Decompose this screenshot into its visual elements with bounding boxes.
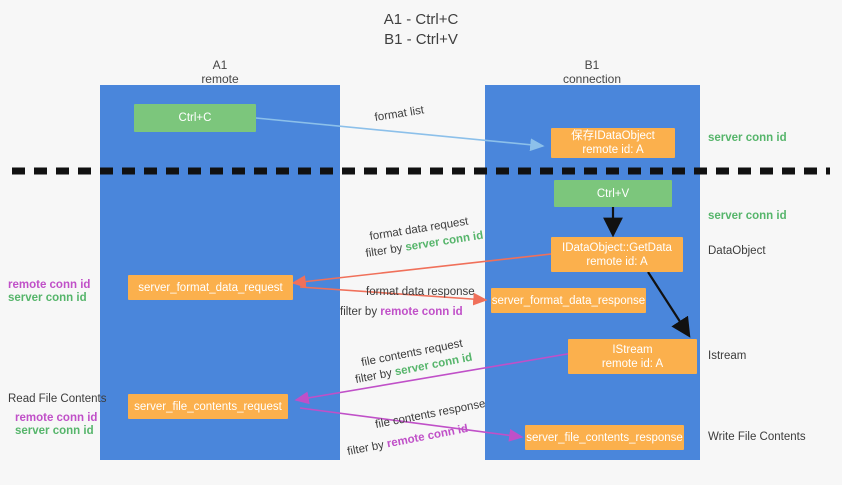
arrow-format-data-response: [299, 286, 488, 306]
label-remote-conn-id-1: remote conn id: [8, 279, 91, 291]
box-idataobject-getdata[interactable]: IDataObject::GetData remote id: A: [551, 237, 683, 272]
lane-header-a1-sub: remote: [201, 72, 239, 86]
lane-header-b1-sub: connection: [562, 72, 622, 86]
box-save-dataobject-sub: remote id: A: [582, 144, 644, 156]
label-server-conn-id-2: server conn id: [15, 425, 94, 437]
label-read-file-contents: Read File Contents: [8, 393, 107, 405]
label-server-conn-id-1: server conn id: [8, 292, 87, 304]
label-server-conn-id-mid: server conn id: [708, 210, 787, 222]
label-write-file-contents: Write File Contents: [708, 431, 806, 443]
box-server-format-data-request-label: server_format_data_request: [138, 281, 283, 294]
arrow-getdata-to-istream: [647, 271, 691, 338]
box-server-file-contents-request[interactable]: server_file_contents_request: [128, 394, 288, 419]
box-ctrl-c[interactable]: Ctrl+C: [134, 104, 256, 132]
label-remote-conn-id-2: remote conn id: [15, 412, 98, 424]
arrow-file-contents-response: [299, 407, 524, 442]
box-server-file-contents-response-label: server_file_contents_response: [526, 431, 683, 444]
label-format-data-response-filter-prefix: filter by: [340, 306, 381, 318]
lane-header-b1: B1 connection: [512, 58, 672, 86]
box-ctrl-v[interactable]: Ctrl+V: [554, 180, 672, 207]
box-ctrl-v-label: Ctrl+V: [596, 187, 630, 200]
label-server-conn-id-top: server conn id: [708, 132, 787, 144]
title-line-1: A1 - Ctrl+C: [383, 11, 459, 28]
box-idataobject-getdata-label: IDataObject::GetData: [562, 241, 672, 254]
box-idataobject-getdata-sub: remote id: A: [586, 255, 648, 268]
lane-header-b1-name: B1: [584, 58, 600, 72]
arrow-file-contents-request: [294, 352, 574, 405]
title-line-2: B1 - Ctrl+V: [384, 31, 458, 48]
label-format-data-response: format data response: [366, 286, 475, 298]
box-istream-label: IStream: [612, 343, 653, 356]
box-istream-sub: remote id: A: [601, 357, 664, 370]
lane-header-a1: A1 remote: [140, 58, 300, 86]
label-dataobject: DataObject: [708, 245, 766, 257]
box-save-dataobject[interactable]: 保存IDataObject remote id: A: [551, 128, 675, 158]
box-save-dataobject-label: 保存IDataObject: [571, 130, 655, 142]
label-format-data-response-filter: filter by remote conn id: [340, 305, 463, 320]
lane-header-a1-name: A1: [212, 58, 228, 72]
box-ctrl-c-label: Ctrl+C: [178, 112, 212, 124]
arrow-format-data-request: [291, 252, 561, 288]
box-server-file-contents-request-label: server_file_contents_request: [134, 400, 282, 413]
page-title: A1 - Ctrl+C B1 - Ctrl+V: [0, 10, 842, 50]
box-server-format-data-request[interactable]: server_format_data_request: [128, 275, 293, 300]
arrow-format-list: [255, 117, 545, 152]
box-server-file-contents-response[interactable]: server_file_contents_response: [525, 425, 684, 450]
box-server-format-data-response-label: server_format_data_response: [491, 294, 646, 307]
label-istream: Istream: [708, 350, 747, 362]
label-format-data-response-filter-value: remote conn id: [380, 306, 463, 318]
box-istream[interactable]: IStream remote id: A: [568, 339, 697, 374]
box-server-format-data-response[interactable]: server_format_data_response: [491, 288, 646, 313]
